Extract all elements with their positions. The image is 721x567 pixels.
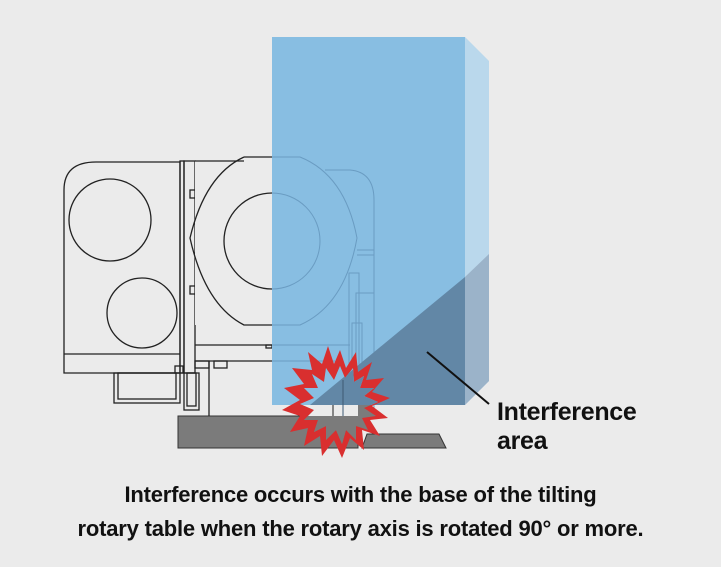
label-line-1: Interference — [497, 398, 637, 426]
tilting-rotary-table — [63, 156, 273, 416]
callout-leader-line — [426, 351, 490, 405]
caption: Interference occurs with the base of the… — [0, 478, 721, 546]
caption-line-2: rotary table when the rotary axis is rot… — [77, 516, 644, 541]
label-line-2: area — [497, 427, 548, 455]
interference-area-side — [465, 254, 489, 405]
caption-line-1: Interference occurs with the base of the… — [124, 482, 597, 507]
interference-area-label: Interference area — [497, 398, 637, 456]
